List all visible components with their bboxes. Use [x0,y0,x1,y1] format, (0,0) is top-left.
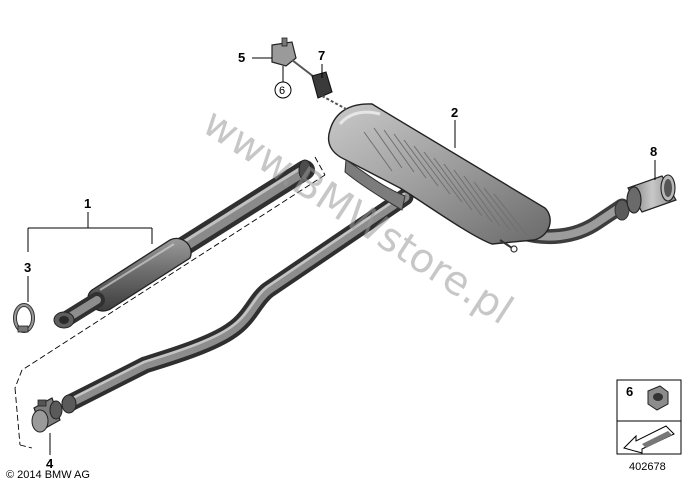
legend-box-nut: 6 [616,379,682,422]
legend-item-number: 6 [626,384,633,399]
muffler-hanger [271,37,349,111]
callout-1[interactable]: 1 [84,196,91,211]
clamp-part-3 [13,303,35,333]
diagram-number: 402678 [629,461,666,473]
callout-5[interactable]: 5 [238,50,245,65]
callout-7[interactable]: 7 [318,48,325,63]
callout-4[interactable]: 4 [46,456,54,471]
clamp-part-4 [31,397,63,433]
exhaust-tip [626,174,677,214]
rear-muffler [327,103,551,253]
callout-6[interactable]: 6 [279,85,285,97]
callout-3[interactable]: 3 [24,260,31,275]
legend-box-arrow [616,420,682,455]
callout-8[interactable]: 8 [650,144,657,159]
center-pipe [61,188,414,414]
assembly-outline [14,156,326,449]
callout-lines [27,57,656,455]
callout-6-circle [274,81,292,99]
direction-arrow-icon [623,425,675,454]
callout-2[interactable]: 2 [451,105,458,120]
copyright-text: © 2014 BMW AG [6,469,90,481]
front-pipe-part [53,159,315,329]
